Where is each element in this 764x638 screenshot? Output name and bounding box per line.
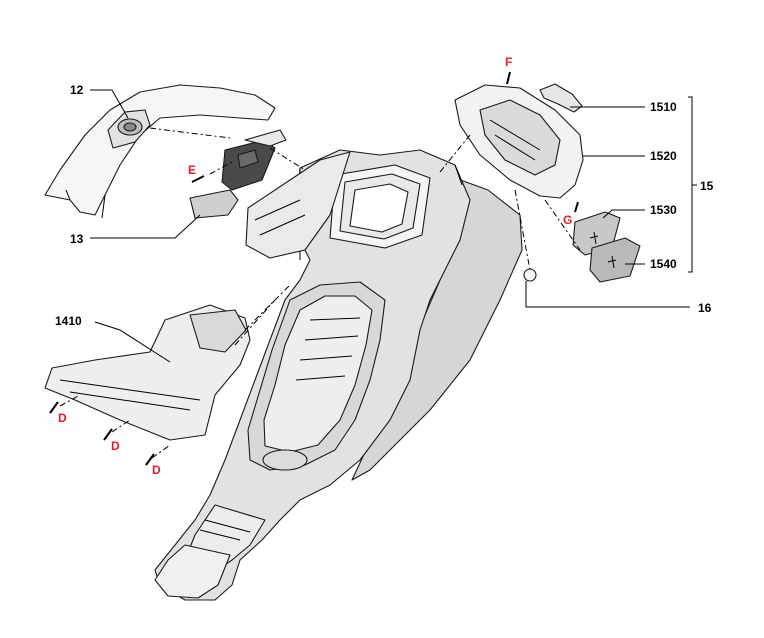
screw-label-f: F: [505, 55, 512, 69]
screw-label-e: E: [188, 163, 196, 177]
label-1520: 1520: [650, 149, 677, 163]
part-1510-clip: [539, 83, 583, 113]
screw-d1: [49, 401, 59, 414]
screw-label-g: G: [563, 213, 572, 227]
label-1510: 1510: [650, 100, 677, 114]
label-1410: 1410: [55, 314, 82, 328]
part-13-switch-assembly: [189, 129, 287, 219]
part-16-knob: [523, 268, 537, 282]
screw-label-d1: D: [58, 411, 67, 425]
leader-lines: [90, 89, 697, 363]
part-1410-lower-cover: [44, 304, 251, 441]
part-labels: 12 13 1410 1510 1520 15 1530 1540 16: [55, 83, 714, 328]
label-1540: 1540: [650, 257, 677, 271]
screw-label-d2: D: [111, 439, 120, 453]
label-13: 13: [70, 232, 84, 246]
label-15: 15: [700, 179, 714, 193]
screw-d3: [145, 453, 155, 466]
label-12: 12: [70, 83, 84, 97]
part-1540-plate: [589, 237, 641, 283]
screw-g: [574, 201, 579, 213]
screw-d2: [103, 428, 113, 441]
part-12-handle-cover: [44, 84, 276, 219]
screw-set: [49, 71, 579, 466]
screw-e: [191, 175, 205, 183]
label-16: 16: [698, 301, 712, 315]
main-body-housing: [154, 149, 523, 601]
label-1530: 1530: [650, 203, 677, 217]
screw-f: [506, 71, 511, 85]
assembly-lines: [59, 127, 581, 459]
inner-frame-bracket: [245, 151, 351, 259]
screw-label-d3: D: [152, 463, 161, 477]
part-1520-rear-cap: [454, 84, 584, 199]
screw-labels: E F G D D D: [58, 55, 572, 477]
